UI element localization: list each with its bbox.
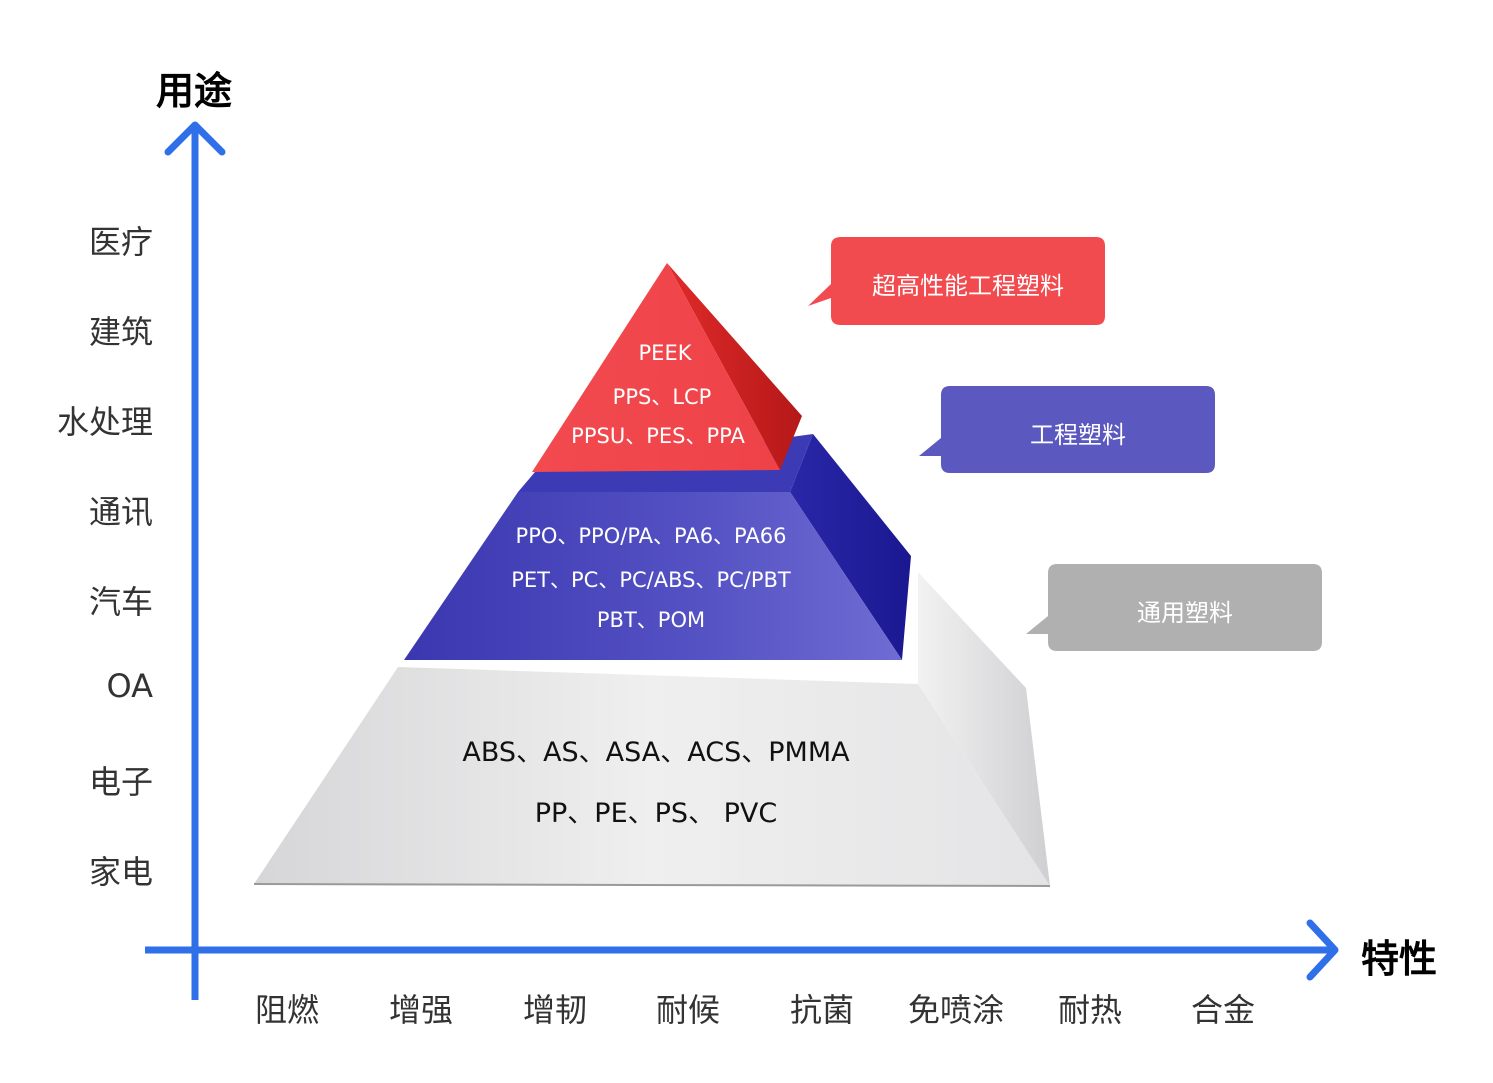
y-label-electronics: 电子: [88, 763, 153, 801]
top-tier-line-3: PPSU、PES、PPA: [571, 424, 745, 448]
x-axis-title: 特性: [1361, 937, 1438, 981]
middle-tier-line-2: PET、PC、PC/ABS、PC/PBT: [511, 568, 791, 592]
top-tier: [532, 263, 802, 472]
middle-tier: [404, 434, 911, 660]
x-label-heat-resistant: 耐热: [1057, 991, 1123, 1029]
top-tier-line-1: PEEK: [638, 341, 692, 365]
middle-tier-front-face: [404, 492, 902, 660]
callout-middle: [919, 386, 1215, 473]
x-label-antibacterial: 抗菌: [789, 991, 855, 1029]
middle-tier-line-3: PBT、POM: [596, 608, 706, 632]
x-label-reinforced: 增强: [388, 991, 454, 1029]
callout-top-label: 超高性能工程塑料: [872, 272, 1064, 300]
y-label-telecom: 通讯: [88, 493, 153, 531]
callout-bottom-bubble: [1026, 564, 1322, 651]
y-label-automotive: 汽车: [88, 583, 153, 621]
x-label-spray-free: 免喷涂: [907, 991, 1005, 1029]
top-tier-front-face: [532, 263, 780, 472]
bottom-tier-line-1: ABS、AS、ASA、ACS、PMMA: [462, 737, 850, 768]
callout-middle-label: 工程塑料: [1030, 421, 1126, 449]
middle-tier-side-face: [790, 434, 911, 660]
x-label-weather-resistant: 耐候: [655, 991, 721, 1029]
y-axis-title: 用途: [156, 69, 233, 113]
y-label-appliances: 家电: [88, 853, 153, 891]
y-axis-arrowhead: [164, 121, 226, 156]
y-label-construction: 建筑: [88, 313, 153, 351]
bottom-tier-base-edge: [253, 883, 1051, 887]
y-label-oa: OA: [106, 667, 153, 705]
x-label-flame-retardant: 阻燃: [254, 991, 320, 1029]
x-label-toughened: 增韧: [522, 991, 588, 1029]
callout-bottom: [1026, 564, 1322, 651]
y-label-medical: 医疗: [88, 223, 153, 261]
callout-top: [808, 237, 1105, 325]
bottom-tier-line-2: PP、PE、PS、 PVC: [534, 798, 778, 829]
top-tier-side-face: [667, 263, 802, 470]
x-label-alloy: 合金: [1190, 991, 1256, 1029]
callout-bottom-label: 通用塑料: [1137, 599, 1233, 627]
x-axis-arrowhead: [1306, 919, 1339, 981]
callout-top-bubble: [808, 237, 1105, 325]
bottom-tier-side-face: [918, 572, 1050, 886]
top-tier-line-2: PPS、LCP: [612, 385, 712, 409]
callout-middle-bubble: [919, 386, 1215, 473]
middle-tier-line-1: PPO、PPO/PA、PA6、PA66: [515, 524, 787, 548]
y-label-water-treatment: 水处理: [56, 403, 153, 441]
bottom-tier: [253, 572, 1051, 887]
bottom-tier-front-face: [254, 667, 1050, 886]
